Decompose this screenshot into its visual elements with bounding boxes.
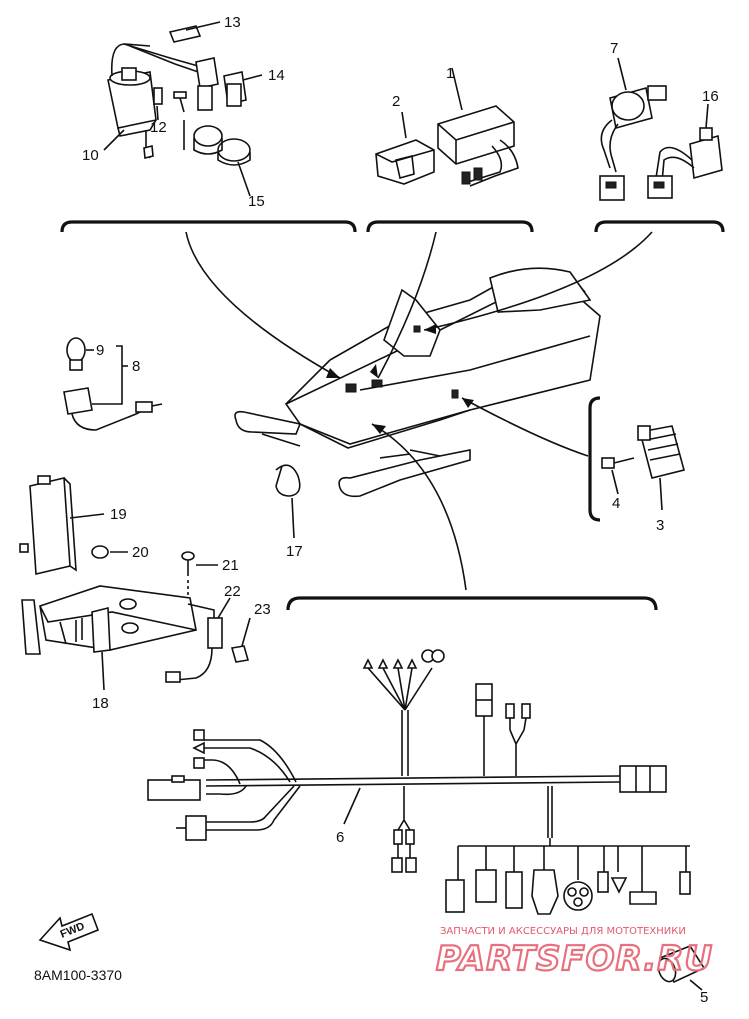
- callout-14: 14: [268, 67, 285, 84]
- callout-5: 5: [700, 989, 708, 1006]
- main-switch: [599, 85, 667, 201]
- callout-20: 20: [132, 544, 149, 561]
- group-bracket-left: [60, 220, 357, 233]
- cdi-bracket: [375, 139, 435, 185]
- callout-15: 15: [248, 193, 265, 210]
- callout-23: 23: [254, 601, 271, 618]
- pointer-arrow-left-group: [185, 231, 341, 379]
- tail-bulb: [66, 337, 86, 371]
- callout-18: 18: [92, 695, 109, 712]
- mounting-bracket: [21, 585, 197, 655]
- grommet: [91, 545, 109, 559]
- callout-3: 3: [656, 517, 664, 534]
- junction-box: [19, 475, 77, 575]
- callout-17: 17: [286, 543, 303, 560]
- callout-16: 16: [702, 88, 719, 105]
- screw-21: [181, 551, 195, 576]
- pointer-arrow-regulator: [461, 397, 589, 457]
- bolt-4: [601, 457, 635, 469]
- watermark-logo: PARTSFOR.RU: [436, 939, 713, 979]
- cdi-unit: [437, 105, 519, 187]
- callout-22: 22: [224, 583, 241, 600]
- connector-22: [165, 603, 223, 683]
- group-bracket-regulator: [588, 396, 601, 522]
- callout-7: 7: [610, 40, 618, 57]
- callout-10: 10: [82, 147, 99, 164]
- callout-8: 8: [132, 358, 140, 375]
- group-bracket-right: [594, 220, 725, 233]
- nut-23: [230, 645, 250, 663]
- pointer-arrow-right-group: [423, 231, 653, 331]
- bolt-12: [153, 87, 187, 113]
- callout-9: 9: [96, 342, 104, 359]
- group-bracket-harness: [286, 596, 658, 611]
- watermark-tagline: ЗАПЧАСТИ И АКСЕССУАРЫ ДЛЯ МОТОТЕХНИКИ: [440, 926, 686, 937]
- group-bracket-middle: [366, 220, 534, 233]
- stop-switch: [647, 127, 723, 199]
- spark-plug-cap: [168, 25, 247, 111]
- bulb-socket: [63, 387, 163, 431]
- snowmobile-body: [234, 267, 601, 498]
- callout-12: 12: [150, 119, 167, 136]
- wire-clamp: [275, 464, 301, 497]
- voltage-regulator: [637, 425, 685, 479]
- pointer-arrow-middle-group: [377, 231, 437, 379]
- diagram-code: 8AM100-3370: [34, 967, 122, 983]
- callout-1: 1: [446, 65, 454, 82]
- harness-tube: [657, 945, 706, 984]
- callout-2: 2: [392, 93, 400, 110]
- callout-21: 21: [222, 557, 239, 574]
- forward-arrow-icon: FWD: [38, 912, 100, 952]
- callout-13: 13: [224, 14, 241, 31]
- plug-boot: [193, 125, 251, 166]
- callout-4: 4: [612, 495, 620, 512]
- pointer-arrow-harness: [371, 423, 467, 591]
- wire-harness: [147, 649, 691, 915]
- callout-6: 6: [336, 829, 344, 846]
- callout-19: 19: [110, 506, 127, 523]
